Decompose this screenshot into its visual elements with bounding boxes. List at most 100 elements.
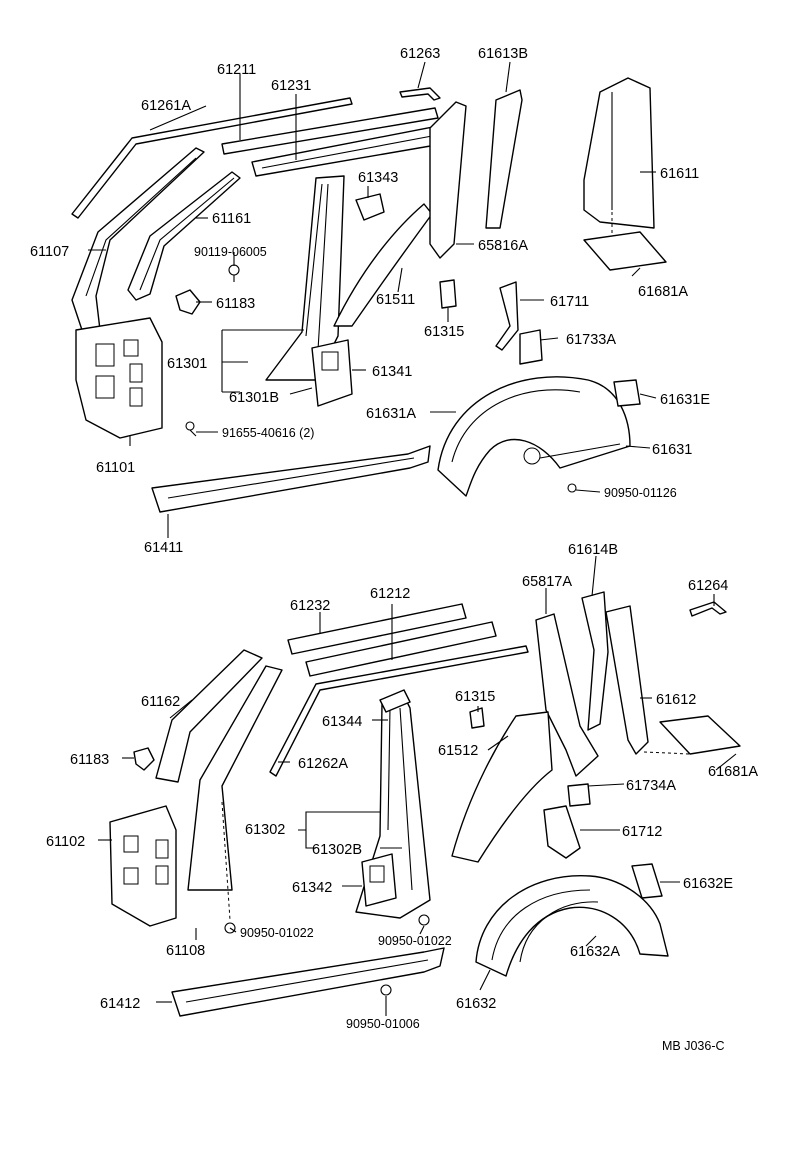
label-90950-01126: 90950-01126 <box>604 486 677 500</box>
label-61161: 61161 <box>212 211 251 227</box>
part-61412-drawing <box>171 947 445 1017</box>
label-61162: 61162 <box>141 694 180 710</box>
label-61301: 61301 <box>167 356 207 372</box>
label-61631E: 61631E <box>660 392 710 408</box>
part-61344-drawing <box>379 689 411 713</box>
label-61211: 61211 <box>217 62 256 78</box>
part-61315-top-drawing <box>439 279 457 309</box>
part-61612-drawing <box>605 605 649 755</box>
label-61264: 61264 <box>688 578 728 594</box>
part-61632A-drawing <box>519 901 599 963</box>
label-61342: 61342 <box>292 880 332 896</box>
part-61232-drawing <box>287 603 467 655</box>
part-61631E-drawing <box>613 379 641 407</box>
label-90950-01022-left: 90950-01022 <box>240 926 314 940</box>
label-90950-01006: 90950-01006 <box>346 1017 420 1031</box>
label-61632E: 61632E <box>683 876 733 892</box>
label-61632: 61632 <box>456 996 496 1012</box>
label-61183-top: 61183 <box>216 296 255 312</box>
label-61734A: 61734A <box>626 778 676 794</box>
part-61315-bot-drawing <box>469 707 485 729</box>
part-61183-bot-drawing <box>133 747 155 771</box>
part-61161-drawing <box>127 171 241 301</box>
fastener-90950-01022-right-drawing <box>418 914 430 926</box>
part-61681A-top-drawing <box>583 231 667 271</box>
label-61511: 61511 <box>376 292 415 308</box>
label-61632A: 61632A <box>570 944 620 960</box>
part-61411-drawing <box>151 445 431 513</box>
label-61343: 61343 <box>358 170 398 186</box>
part-61614B-drawing <box>581 591 609 731</box>
label-61261A: 61261A <box>141 98 191 114</box>
label-65816A: 65816A <box>478 238 528 254</box>
part-61631-drawing <box>437 376 631 497</box>
part-61343-drawing <box>355 193 385 221</box>
label-61212: 61212 <box>370 586 410 602</box>
label-61612: 61612 <box>656 692 696 708</box>
part-61341-drawing <box>311 339 353 407</box>
label-61611: 61611 <box>660 166 699 182</box>
part-61632E-drawing <box>631 863 663 899</box>
label-61232: 61232 <box>290 598 330 614</box>
label-61681A-top: 61681A <box>638 284 688 300</box>
label-61315-top: 61315 <box>424 324 464 340</box>
label-61681A-bot: 61681A <box>708 764 758 780</box>
label-61631A: 61631A <box>366 406 416 422</box>
part-61263-drawing <box>399 87 441 101</box>
part-61162-drawing <box>155 649 263 783</box>
label-61344: 61344 <box>322 714 362 730</box>
part-65816A-drawing <box>429 101 467 259</box>
part-61511-drawing <box>333 203 433 327</box>
fastener-90119-06005-drawing <box>228 264 240 282</box>
label-61301B: 61301B <box>229 390 279 406</box>
label-61263: 61263 <box>400 46 440 62</box>
label-65817A: 65817A <box>522 574 572 590</box>
label-61711: 61711 <box>550 294 589 310</box>
label-61512: 61512 <box>438 743 478 759</box>
label-61302: 61302 <box>245 822 285 838</box>
label-61107: 61107 <box>30 244 69 260</box>
part-61262A-drawing <box>269 645 529 777</box>
label-61302B: 61302B <box>312 842 362 858</box>
part-65817A-drawing <box>535 613 599 777</box>
part-61183-top-drawing <box>175 289 201 315</box>
part-61212-drawing <box>305 621 497 677</box>
part-61733A-drawing <box>519 329 543 365</box>
part-61734A-drawing <box>567 783 591 807</box>
part-61613B-drawing <box>485 89 523 229</box>
part-61342-drawing <box>361 853 397 907</box>
part-61681A-bot-drawing <box>643 715 741 755</box>
label-90950-01022-right: 90950-01022 <box>378 934 452 948</box>
part-61211-drawing <box>221 107 439 155</box>
leader-lines <box>88 61 737 1016</box>
part-labels: 61263 61613B 61211 61231 61261A 61343 61… <box>30 46 758 1053</box>
part-61264-drawing <box>689 601 727 617</box>
label-61412: 61412 <box>100 996 140 1012</box>
fastener-90950-01126-drawing <box>567 483 577 493</box>
label-61231: 61231 <box>271 78 311 94</box>
label-90119-06005: 90119-06005 <box>194 245 267 259</box>
fastener-90950-01006-drawing <box>380 984 392 996</box>
label-61631: 61631 <box>652 442 692 458</box>
part-61108-drawing <box>187 665 283 921</box>
label-61262A: 61262A <box>298 756 348 772</box>
label-61614B: 61614B <box>568 542 618 558</box>
label-61108: 61108 <box>166 943 205 959</box>
label-61411: 61411 <box>144 540 183 556</box>
part-61512-drawing <box>451 711 553 863</box>
reference-code: MB J036-C <box>662 1039 725 1053</box>
fastener-91655-40616-drawing <box>185 421 197 437</box>
part-61711-drawing <box>495 281 519 351</box>
part-61102-drawing <box>109 805 177 927</box>
label-61183-bot: 61183 <box>70 752 109 768</box>
label-61101: 61101 <box>96 460 135 476</box>
label-61102: 61102 <box>46 834 85 850</box>
label-61733A: 61733A <box>566 332 616 348</box>
part-61101-drawing <box>75 317 163 439</box>
part-61611-drawing <box>583 77 655 236</box>
label-91655-40616: 91655-40616 (2) <box>222 426 314 440</box>
part-61261A-drawing <box>71 97 353 219</box>
part-61712-drawing <box>543 805 581 859</box>
label-61613B: 61613B <box>478 46 528 62</box>
